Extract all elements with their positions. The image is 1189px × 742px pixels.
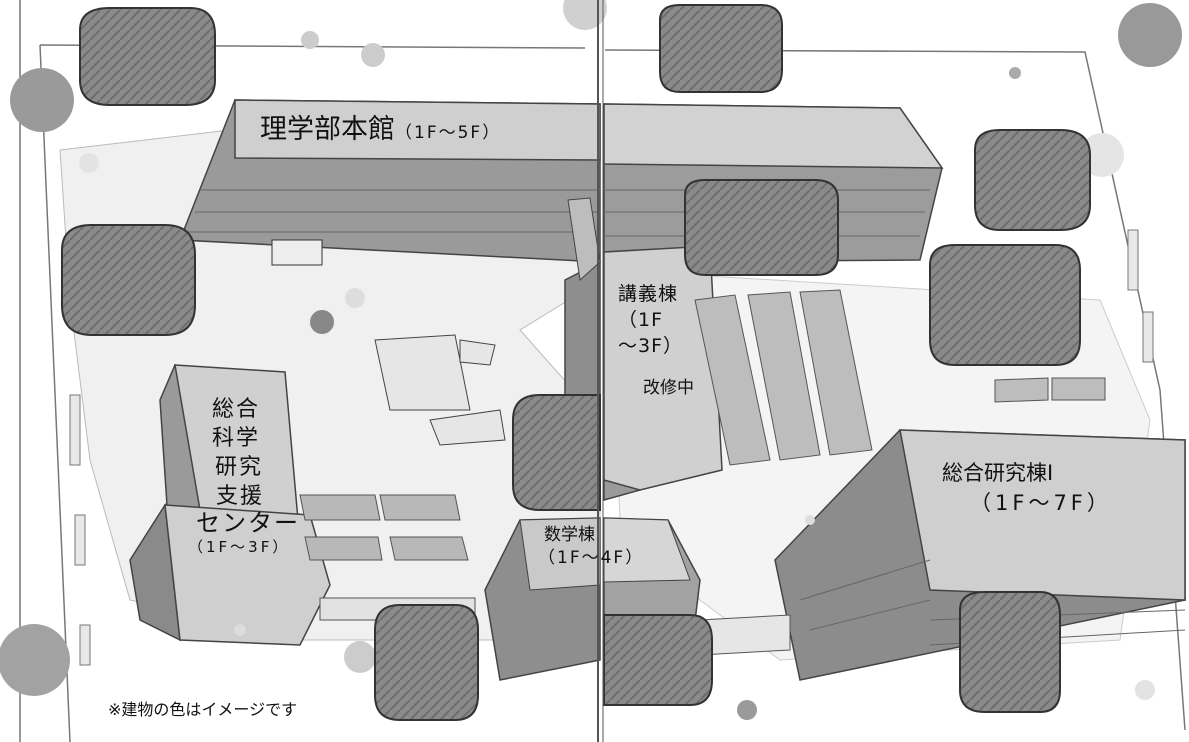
science-center-label: 総合 科学 研究 支援 bbox=[208, 395, 264, 511]
science-center-line-4: 支援 bbox=[216, 484, 265, 509]
photo-east-path bbox=[929, 244, 1081, 366]
lecture-building-floors-1: （1F bbox=[618, 309, 664, 331]
research-building-1[interactable] bbox=[699, 429, 1186, 681]
science-center-building[interactable] bbox=[129, 363, 476, 646]
lecture-building-floors-2: ～3F） bbox=[618, 335, 684, 357]
photo-east-road bbox=[974, 129, 1091, 231]
math-building[interactable] bbox=[484, 517, 701, 681]
science-center-line-1: 総合 bbox=[212, 397, 261, 422]
photo-lecture-window bbox=[684, 179, 839, 276]
fence-marks bbox=[69, 229, 1154, 666]
photo-center-building bbox=[512, 394, 601, 511]
photo-west-palms bbox=[61, 224, 196, 336]
main-building-floors: （1F～5F） bbox=[395, 123, 502, 143]
lecture-building-label: 講義棟 （1F ～3F） bbox=[618, 281, 683, 359]
photo-south-garden bbox=[603, 614, 713, 706]
science-center-line-2: 科学 bbox=[212, 426, 261, 451]
photo-south-alley bbox=[374, 604, 479, 721]
research-building-label: 総合研究棟Ⅰ （1F～7F） bbox=[942, 458, 1112, 518]
color-disclaimer-note: ※建物の色はイメージです bbox=[108, 700, 298, 719]
science-center-floors: （1F～3F） bbox=[188, 538, 291, 556]
science-center-name: センター bbox=[196, 509, 300, 537]
lecture-building-name: 講義棟 bbox=[618, 283, 679, 305]
decorative-circles bbox=[0, 0, 1182, 720]
main-building-label: 理学部本館（1F～5F） bbox=[260, 114, 501, 146]
photo-southeast-street bbox=[959, 591, 1061, 713]
research-building-floors: （1F～7F） bbox=[970, 491, 1112, 515]
photo-northwest bbox=[79, 7, 216, 106]
science-center-line-3: 研究 bbox=[215, 455, 264, 480]
research-building-name: 総合研究棟Ⅰ bbox=[942, 461, 1054, 485]
main-building-name: 理学部本館 bbox=[260, 114, 395, 145]
photo-north bbox=[659, 4, 783, 93]
lecture-building-status: 改修中 bbox=[643, 378, 694, 398]
plaza-shelters bbox=[374, 334, 506, 446]
parking-rows bbox=[694, 289, 1106, 466]
math-building-floors: （1F～4F） bbox=[538, 548, 645, 568]
math-building-name: 数学棟 bbox=[544, 525, 595, 545]
math-building-label: 数学棟 （1F～4F） bbox=[538, 524, 644, 570]
lecture-building[interactable] bbox=[564, 197, 723, 512]
photo-thumbnails bbox=[61, 4, 1091, 721]
